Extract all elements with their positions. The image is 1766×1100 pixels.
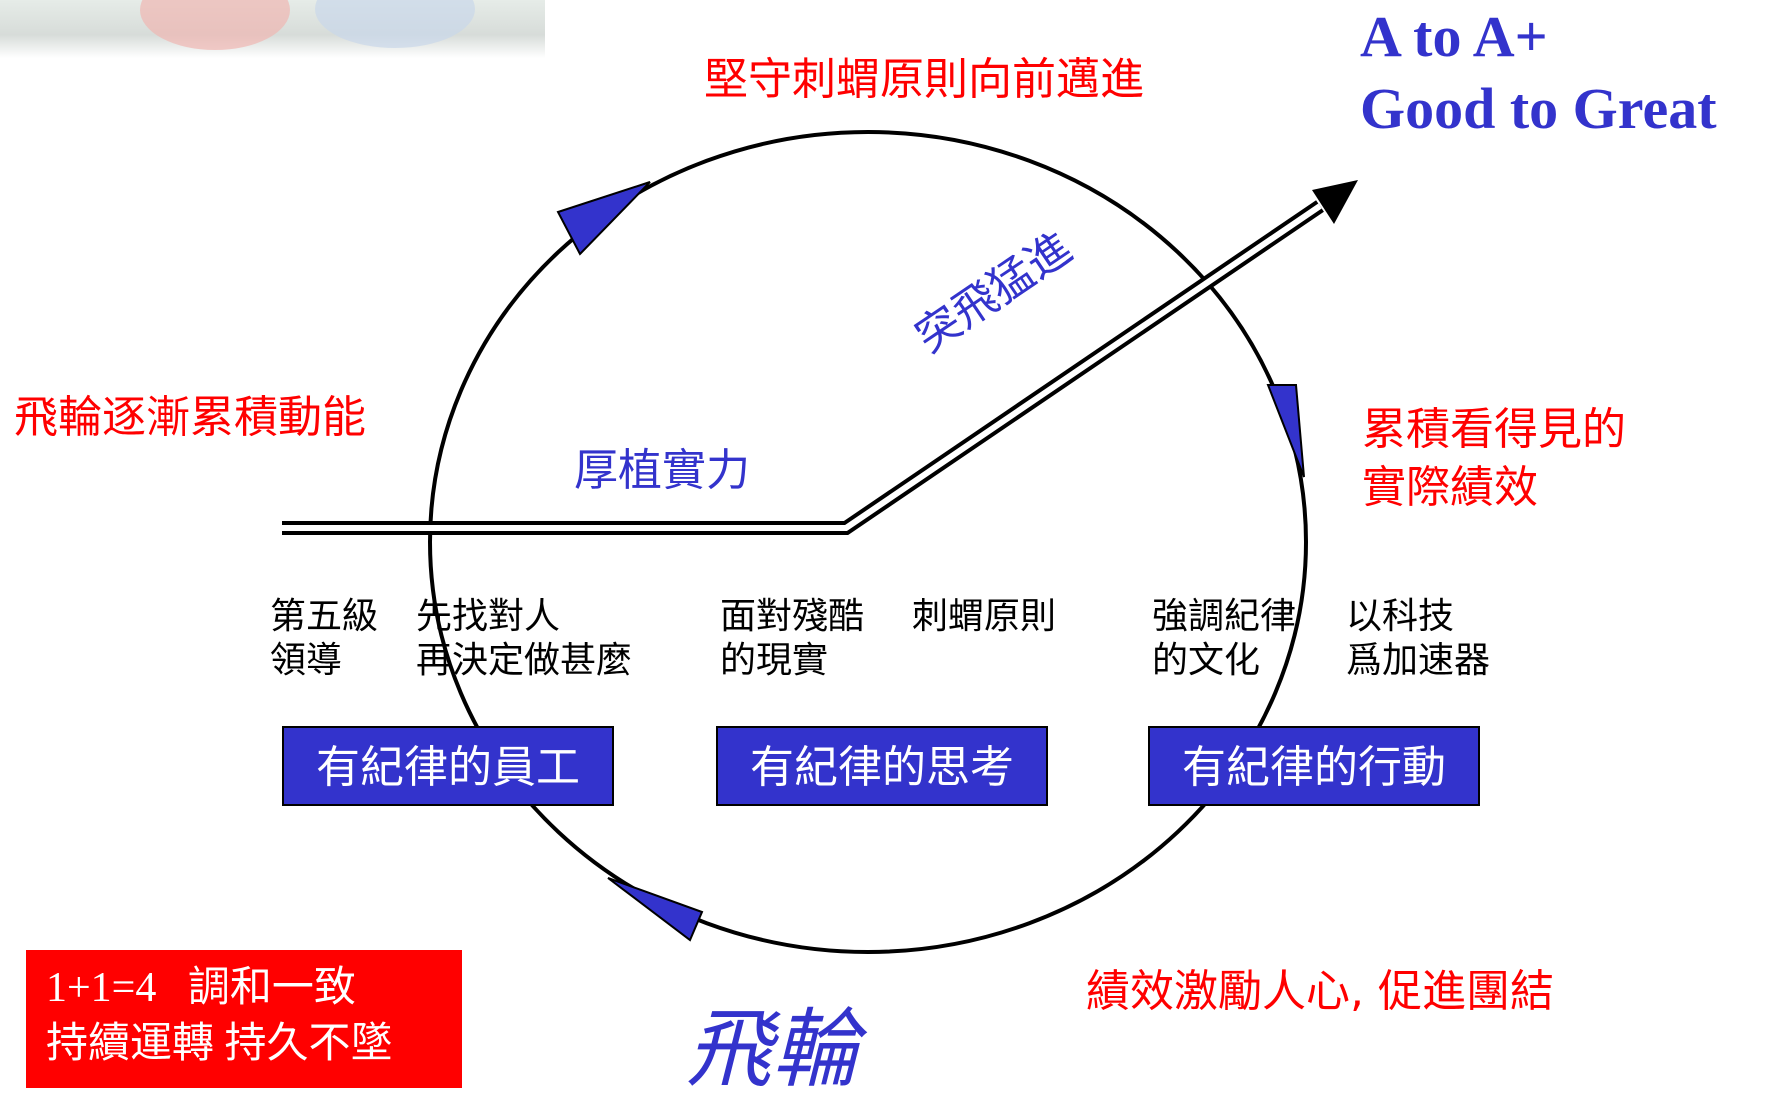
label-top: 堅守刺蝟原則向前邁進 <box>704 54 1144 105</box>
label-bottom-right: 績效激勵人心, 促進團結 <box>1086 966 1554 1017</box>
growth-path <box>282 200 1324 535</box>
concept-4-line-1: 刺蝟原則 <box>912 596 1057 637</box>
concept-1: 第五級 領導 <box>270 595 378 683</box>
synergy-line-2: 持續運轉 持久不墜 <box>46 1021 393 1067</box>
stage-disciplined-action: 有紀律的行動 <box>1148 726 1480 806</box>
circle-arrow-bottom <box>607 877 704 942</box>
concept-5-line-1: 強調紀律 <box>1152 596 1297 637</box>
label-buildup: 厚植實力 <box>574 445 750 496</box>
flywheel-title: 飛輪 <box>686 1000 858 1100</box>
stage-disciplined-thought: 有紀律的思考 <box>716 726 1048 806</box>
stage-disciplined-people: 有紀律的員工 <box>282 726 614 806</box>
concept-4: 刺蝟原則 <box>912 595 1056 639</box>
flywheel-circle <box>428 130 1308 954</box>
title-line-2: Good to Great <box>1360 76 1717 141</box>
concept-6-line-2: 爲加速器 <box>1346 640 1491 681</box>
concept-2-line-1: 先找對人 <box>416 596 561 637</box>
concept-6: 以科技 爲加速器 <box>1346 595 1490 683</box>
label-right-line-2: 實際績效 <box>1362 462 1538 513</box>
concept-2-line-2: 再決定做甚麼 <box>416 640 633 681</box>
synergy-box: 1+1=4 調和一致 持續運轉 持久不墜 <box>26 950 462 1088</box>
breakthrough-arrowhead <box>1312 180 1358 224</box>
label-right-line-1: 累積看得見的 <box>1362 404 1626 455</box>
concept-5: 強調紀律 的文化 <box>1152 595 1296 683</box>
growth-path-inner <box>282 203 1322 531</box>
label-left: 飛輪逐漸累積動能 <box>14 392 366 443</box>
synergy-line-1: 1+1=4 調和一致 <box>46 965 356 1011</box>
concept-3: 面對殘酷 的現實 <box>720 595 864 683</box>
concept-5-line-2: 的文化 <box>1152 640 1261 681</box>
concept-2: 先找對人 再決定做甚麼 <box>416 595 632 683</box>
circle-arrow-top <box>556 181 651 256</box>
concept-3-line-1: 面對殘酷 <box>720 596 865 637</box>
concept-1-line-2: 領導 <box>270 640 343 681</box>
title-line-1: A to A+ <box>1360 4 1548 69</box>
header-decoration <box>0 0 545 58</box>
circle-arrow-right <box>1266 384 1305 478</box>
concept-6-line-1: 以科技 <box>1346 596 1455 637</box>
concept-3-line-2: 的現實 <box>720 640 829 681</box>
concept-1-line-1: 第五級 <box>270 596 379 637</box>
